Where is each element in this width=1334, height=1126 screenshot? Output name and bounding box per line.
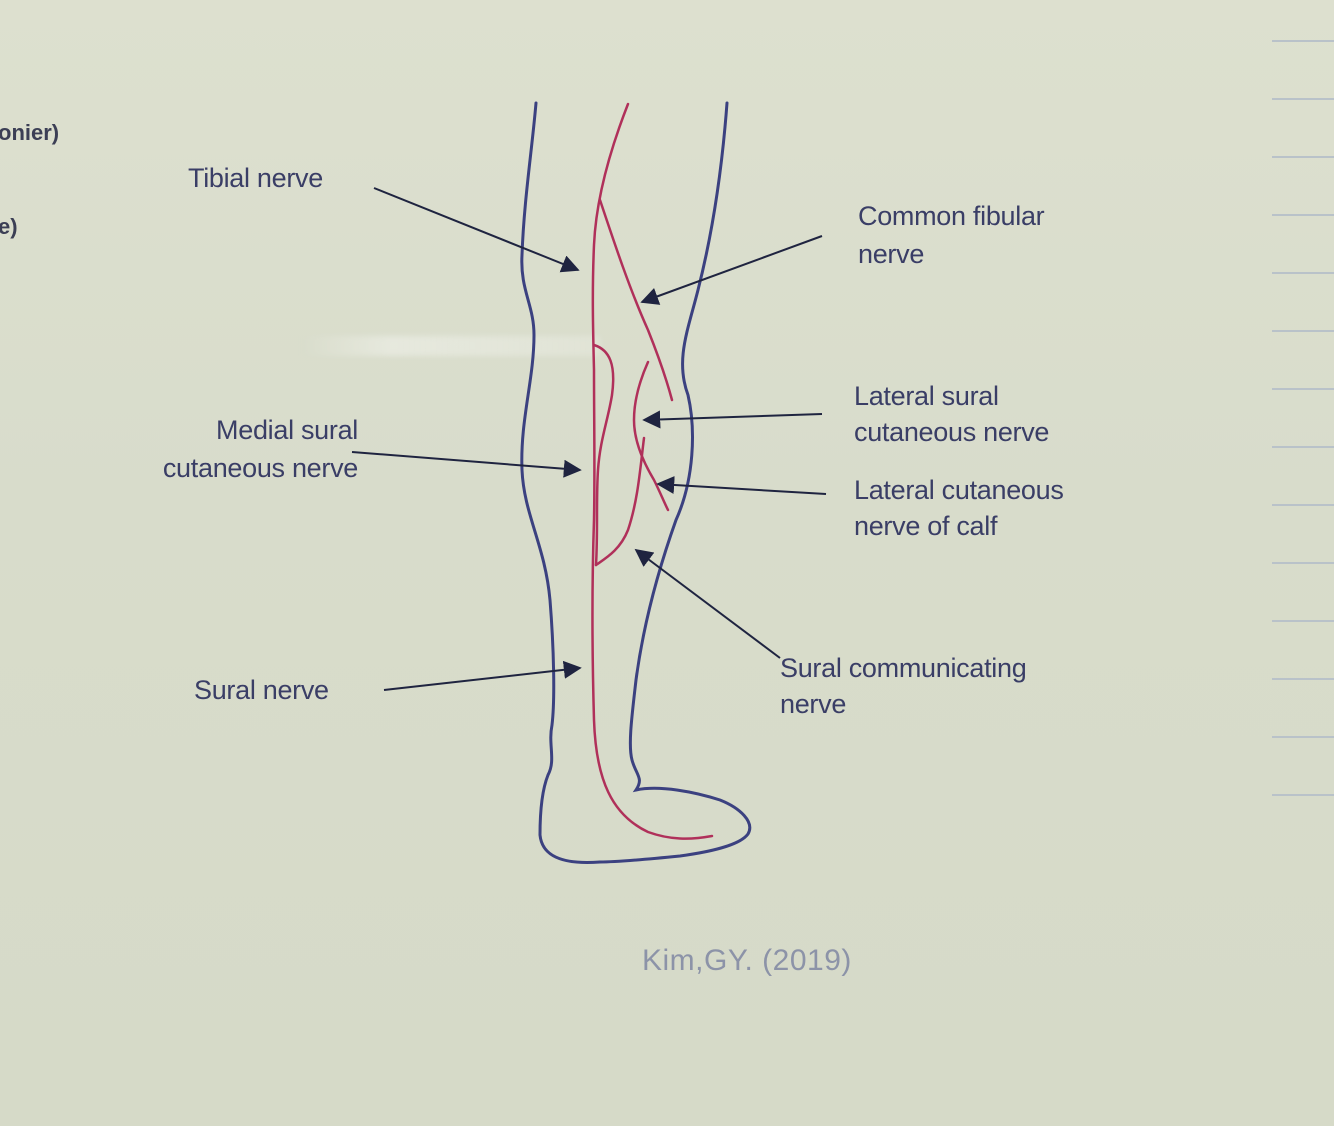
common-fibular-nerve-path <box>598 198 674 402</box>
lateral-cutaneous-nerve-of-calf-leader <box>656 475 827 495</box>
right-margin-rule <box>1272 214 1334 216</box>
right-margin-rule <box>1272 736 1334 738</box>
right-margin-rule <box>1272 388 1334 390</box>
common-fibular-nerve-label-line2: nerve <box>858 239 925 269</box>
medial-sural-cutaneous-nerve-label-line1: Medial sural <box>216 415 358 445</box>
sural-communicating-nerve-leader <box>634 548 781 659</box>
right-margin-rule <box>1272 794 1334 796</box>
tibial-nerve-path <box>591 102 714 840</box>
tibial-nerve-leader <box>373 187 580 273</box>
sural-communicating-nerve-path <box>594 436 646 567</box>
sural-communicating-nerve-label-line1: Sural communicating <box>780 653 1027 683</box>
medial-sural-cutaneous-nerve-leader <box>351 451 582 478</box>
right-margin-rule <box>1272 98 1334 100</box>
screen-glare <box>300 336 600 356</box>
cropped-left-text-top: onier) <box>0 120 60 145</box>
right-margin-rule <box>1272 504 1334 506</box>
medial-sural-cutaneous-nerve-label-line2: cutaneous nerve <box>162 453 358 483</box>
right-margin-rule <box>1272 330 1334 332</box>
tibial-nerve-label: Tibial nerve <box>188 163 323 193</box>
citation: Kim,GY. (2019) <box>642 944 852 977</box>
sural-nerve-leader <box>383 660 582 691</box>
leg-outline-right <box>598 101 752 864</box>
lateral-sural-cutaneous-nerve-label-line2: cutaneous nerve <box>854 417 1050 447</box>
lateral-sural-cutaneous-nerve-leader <box>642 410 823 429</box>
medial-sural-cutaneous-nerve-path <box>592 343 615 567</box>
right-margin-rule <box>1272 620 1334 622</box>
cropped-left-text-mid: e) <box>0 214 18 239</box>
lateral-cutaneous-nerve-of-calf-label-line1: Lateral cutaneous <box>854 475 1064 505</box>
right-margin-rule <box>1272 446 1334 448</box>
lateral-cutaneous-nerve-of-calf-label-line2: nerve of calf <box>854 511 998 541</box>
right-margin-rule <box>1272 272 1334 274</box>
right-margin-rule <box>1272 562 1334 564</box>
common-fibular-nerve-label-line1: Common fibular <box>858 201 1045 231</box>
leg-outline-left <box>520 101 602 865</box>
lateral-sural-cutaneous-nerve-path <box>632 360 670 512</box>
sural-communicating-nerve-label-line2: nerve <box>780 689 847 719</box>
sural-nerve-label: Sural nerve <box>194 675 329 705</box>
right-margin-rule <box>1272 40 1334 42</box>
common-fibular-nerve-leader <box>640 235 823 305</box>
right-margin-rule <box>1272 678 1334 680</box>
right-margin-rule <box>1272 156 1334 158</box>
lateral-sural-cutaneous-nerve-label-line1: Lateral sural <box>854 381 999 411</box>
